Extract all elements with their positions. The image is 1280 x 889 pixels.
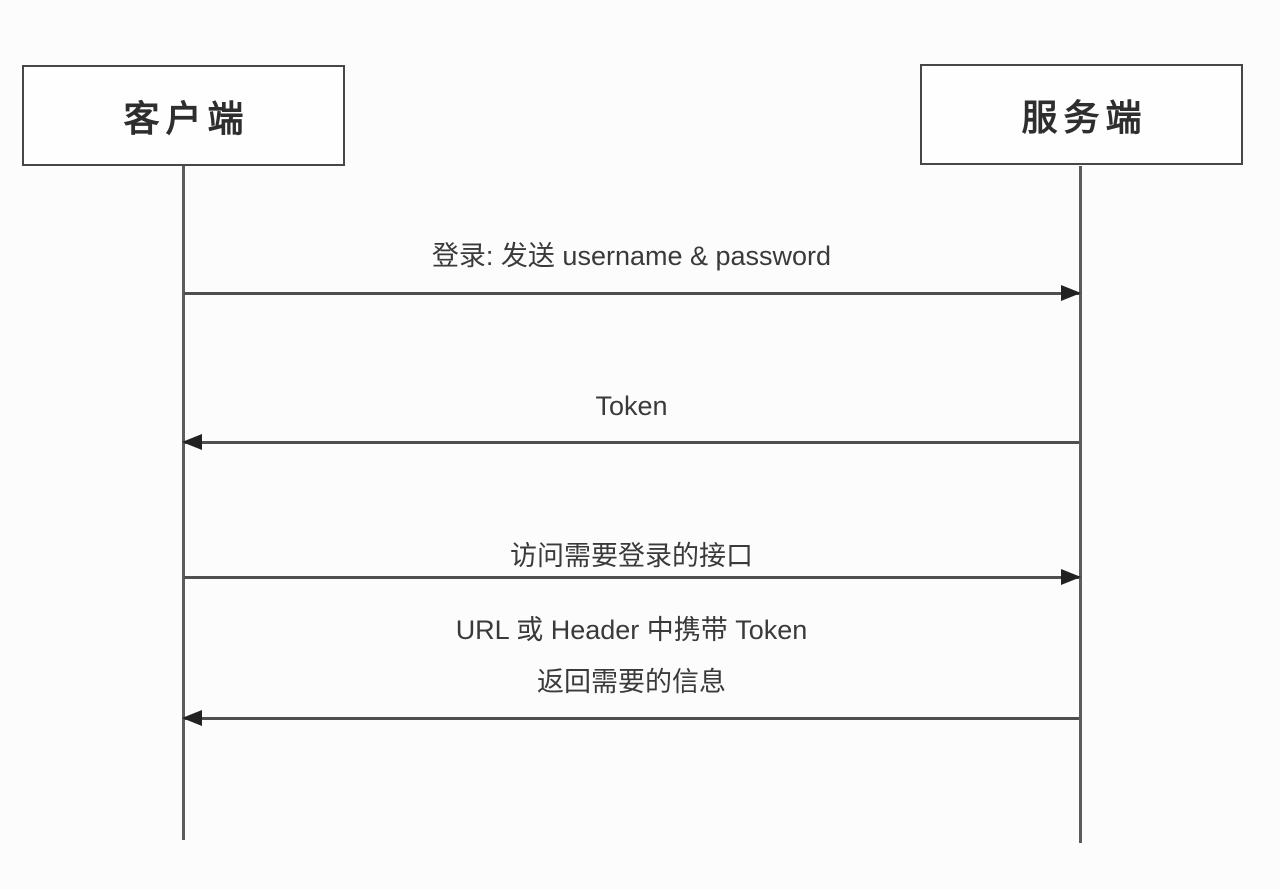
arrowhead-left-icon [182,710,202,726]
message-access-label-line1: 访问需要登录的接口 [510,541,753,571]
message-token-arrow [182,434,1079,450]
arrowhead-left-icon [182,434,202,450]
arrowhead-right-icon [1061,285,1081,301]
message-return-arrow [182,710,1079,726]
actor-client-label: 客户端 [123,97,250,139]
message-login-label: 登录: 发送 username & password [431,241,832,271]
message-access-label-line2: URL 或 Header 中携带 Token [455,615,808,645]
message-access-label: 访问需要登录的接口 URL 或 Header 中携带 Token [183,501,1080,686]
message-login-arrow [184,285,1081,301]
message-return-label: 返回需要的信息 [537,667,726,697]
actor-server-label: 服务端 [1021,96,1148,138]
server-lifeline [1079,166,1082,843]
message-token-label: Token [595,391,668,421]
actor-server-box: 服务端 [920,64,1243,165]
message-access-arrow [184,569,1081,585]
actor-client-box: 客户端 [22,65,345,166]
client-lifeline [182,166,185,840]
arrowhead-right-icon [1061,569,1081,585]
